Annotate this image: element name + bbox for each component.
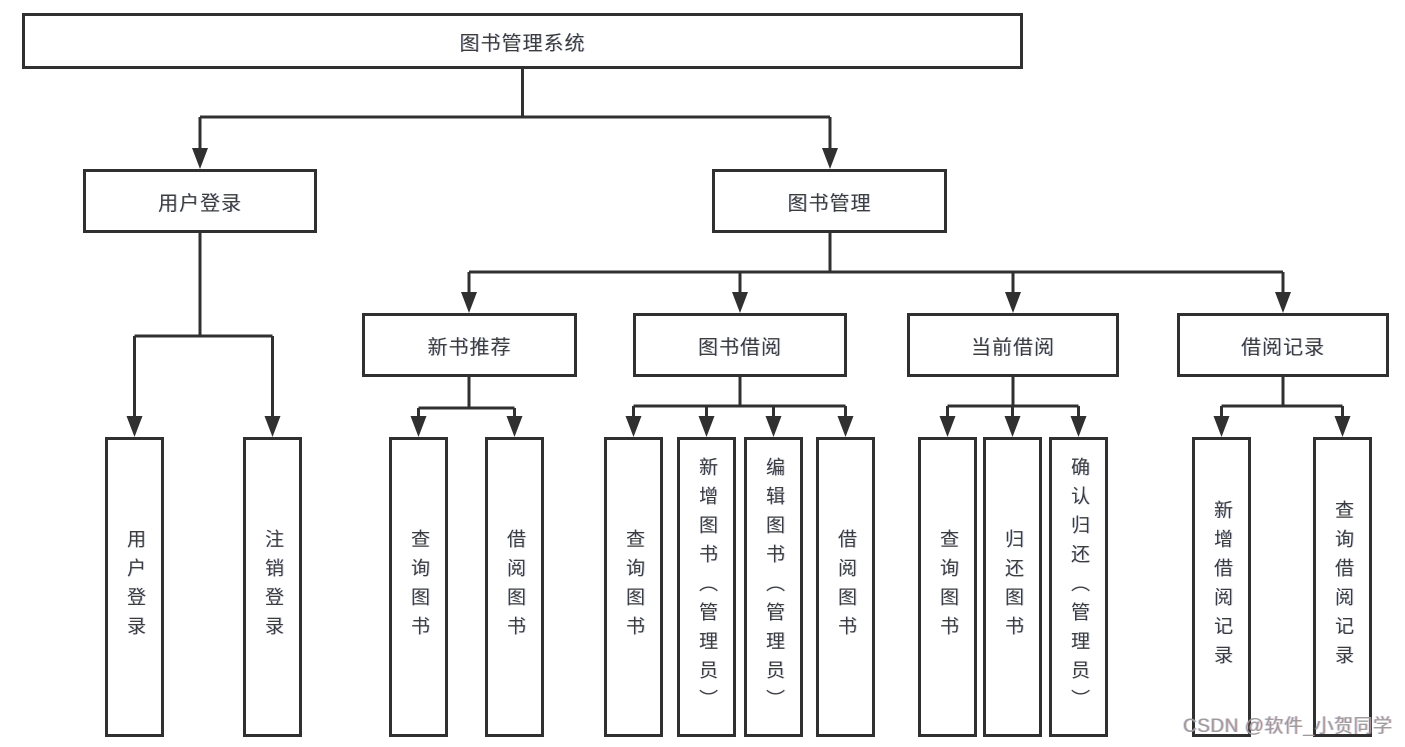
node-book-management-label: 图书管理 [787, 192, 872, 215]
node-borrow-records: 借阅记录 [1177, 313, 1389, 377]
leaf-add-books-admin-label: 新增图书（管理员） [696, 456, 717, 718]
node-user-login: 用户登录 [83, 169, 317, 233]
leaf-query-books-recommend-label: 查询图书 [408, 529, 429, 645]
leaf-logout-label: 注销登录 [262, 529, 283, 645]
leaf-confirm-return-admin-label: 确认归还（管理员） [1068, 456, 1089, 718]
node-current-borrow: 当前借阅 [907, 313, 1119, 377]
csdn-watermark: CSDN @软件_小贺同学 [1183, 716, 1393, 737]
leaf-add-books-admin: 新增图书（管理员） [677, 437, 736, 737]
node-borrow-records-label: 借阅记录 [1241, 336, 1325, 359]
node-root-system: 图书管理系统 [22, 13, 1023, 69]
node-root-label: 图书管理系统 [459, 32, 586, 55]
leaf-borrow-books-label: 借阅图书 [835, 529, 856, 645]
leaf-edit-books-admin-label: 编辑图书（管理员） [763, 456, 784, 718]
leaf-add-borrow-record: 新增借阅记录 [1192, 437, 1251, 737]
leaf-logout: 注销登录 [243, 437, 302, 737]
leaf-user-login-label: 用户登录 [124, 529, 145, 645]
leaf-user-login: 用户登录 [105, 437, 164, 737]
leaf-borrow-books: 借阅图书 [816, 437, 875, 737]
leaf-query-borrow-record-label: 查询借阅记录 [1332, 500, 1353, 674]
node-new-book-recommend: 新书推荐 [362, 313, 577, 377]
node-current-borrow-label: 当前借阅 [971, 336, 1055, 359]
node-user-login-label: 用户登录 [158, 192, 242, 215]
node-book-management: 图书管理 [712, 169, 947, 233]
node-book-borrow-label: 图书借阅 [698, 336, 782, 359]
leaf-query-books-recommend: 查询图书 [389, 437, 448, 737]
node-book-borrow: 图书借阅 [633, 313, 847, 377]
leaf-borrow-books-recommend-label: 借阅图书 [504, 529, 525, 645]
leaf-query-borrow-record: 查询借阅记录 [1313, 437, 1372, 737]
leaf-return-books-label: 归还图书 [1002, 529, 1023, 645]
leaf-add-borrow-record-label: 新增借阅记录 [1211, 500, 1232, 674]
node-new-book-recommend-label: 新书推荐 [427, 336, 512, 359]
leaf-return-books: 归还图书 [983, 437, 1042, 737]
leaf-edit-books-admin: 编辑图书（管理员） [744, 437, 803, 737]
leaf-borrow-books-recommend: 借阅图书 [485, 437, 544, 737]
leaf-query-books-current: 查询图书 [918, 437, 977, 737]
leaf-query-books-borrow: 查询图书 [604, 437, 663, 737]
leaf-query-books-borrow-label: 查询图书 [623, 529, 644, 645]
leaf-confirm-return-admin: 确认归还（管理员） [1049, 437, 1108, 737]
leaf-query-books-current-label: 查询图书 [937, 529, 958, 645]
